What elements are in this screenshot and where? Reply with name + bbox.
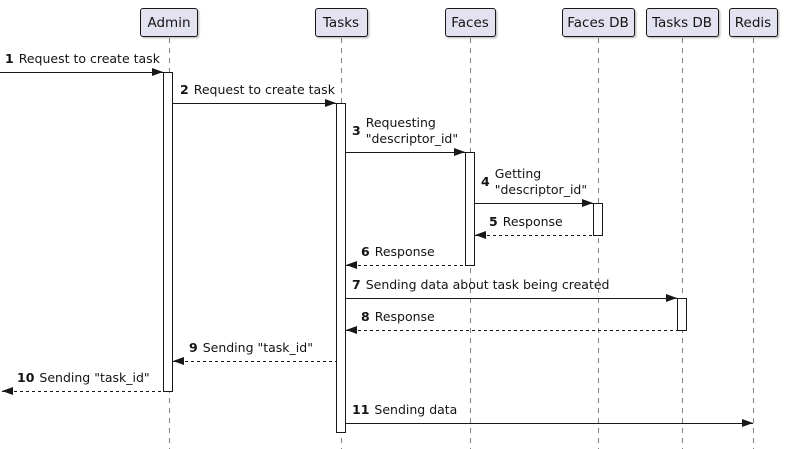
message-line-4 bbox=[475, 202, 593, 204]
message-text: Response bbox=[374, 309, 435, 324]
message-line-10 bbox=[2, 390, 163, 392]
message-number: 9 bbox=[189, 340, 198, 355]
message-text: Requesting "descriptor_id" bbox=[365, 115, 459, 146]
message-label-5: 5 Response bbox=[489, 214, 563, 230]
arrowhead-icon bbox=[152, 67, 163, 76]
message-number: 6 bbox=[361, 244, 370, 259]
message-label-6: 6 Response bbox=[361, 244, 435, 260]
participant-label: Tasks DB bbox=[651, 14, 713, 31]
arrowhead-icon bbox=[454, 147, 465, 156]
lifeline-tasks-db bbox=[681, 38, 683, 449]
message-number: 10 bbox=[17, 370, 35, 385]
arrowhead-icon bbox=[346, 325, 357, 334]
participant-label: Faces DB bbox=[567, 14, 629, 31]
message-text: Getting "descriptor_id" bbox=[494, 166, 588, 197]
message-label-10: 10 Sending "task_id" bbox=[17, 370, 150, 386]
participant-label: Faces bbox=[451, 14, 489, 31]
participant-box-faces-db: Faces DB bbox=[561, 8, 635, 37]
message-number: 11 bbox=[352, 402, 370, 417]
message-line-5 bbox=[475, 234, 593, 236]
message-line-8 bbox=[346, 329, 677, 331]
message-text: Response bbox=[502, 214, 563, 229]
participant-label: Tasks bbox=[322, 14, 360, 31]
arrowhead-icon bbox=[173, 356, 184, 365]
participant-box-faces: Faces bbox=[444, 8, 496, 37]
arrowhead-icon bbox=[2, 386, 13, 395]
message-number: 8 bbox=[361, 309, 370, 324]
activation-bar-faces bbox=[465, 152, 475, 266]
message-line-9 bbox=[173, 360, 336, 362]
message-label-1: 1 Request to create task bbox=[5, 51, 160, 67]
activation-bar-admin bbox=[163, 72, 173, 392]
activation-bar-tasks-db bbox=[677, 298, 687, 331]
lifeline-faces-db bbox=[597, 38, 599, 449]
message-number: 1 bbox=[5, 51, 14, 66]
message-label-11: 11 Sending data bbox=[352, 402, 457, 418]
message-label-7: 7 Sending data about task being created bbox=[352, 277, 609, 293]
message-text: Sending data about task being created bbox=[365, 277, 610, 292]
message-text: Sending data bbox=[374, 402, 458, 417]
message-number: 5 bbox=[489, 214, 498, 229]
arrowhead-icon bbox=[742, 418, 753, 427]
arrowhead-icon bbox=[346, 260, 357, 269]
participant-label: Redis bbox=[734, 14, 772, 31]
arrowhead-icon bbox=[325, 98, 336, 107]
message-number: 4 bbox=[481, 173, 490, 189]
message-line-3 bbox=[346, 151, 465, 153]
participant-box-tasks-db: Tasks DB bbox=[645, 8, 719, 37]
activation-bar-faces-db bbox=[593, 203, 603, 236]
message-number: 2 bbox=[180, 82, 189, 97]
arrowhead-icon bbox=[582, 198, 593, 207]
message-label-2: 2 Request to create task bbox=[180, 82, 335, 98]
message-text: Response bbox=[374, 244, 435, 259]
message-label-8: 8 Response bbox=[361, 309, 435, 325]
message-line-7 bbox=[346, 297, 677, 299]
participant-label: Admin bbox=[147, 14, 191, 31]
arrowhead-icon bbox=[666, 293, 677, 302]
message-line-6 bbox=[346, 264, 465, 266]
message-text: Sending "task_id" bbox=[202, 340, 313, 355]
message-text: Sending "task_id" bbox=[39, 370, 150, 385]
participant-box-tasks: Tasks bbox=[314, 8, 368, 37]
arrowhead-icon bbox=[475, 230, 486, 239]
activation-bar-tasks bbox=[336, 103, 346, 433]
lifeline-redis bbox=[752, 38, 754, 449]
message-line-1 bbox=[0, 71, 163, 73]
participant-box-redis: Redis bbox=[728, 8, 778, 37]
message-text: Request to create task bbox=[18, 51, 160, 66]
message-number: 3 bbox=[352, 122, 361, 138]
message-text: Request to create task bbox=[193, 82, 335, 97]
message-number: 7 bbox=[352, 277, 361, 292]
message-label-9: 9 Sending "task_id" bbox=[189, 340, 313, 356]
participant-box-admin: Admin bbox=[140, 8, 198, 37]
message-line-2 bbox=[173, 102, 336, 104]
message-line-11 bbox=[346, 422, 753, 424]
